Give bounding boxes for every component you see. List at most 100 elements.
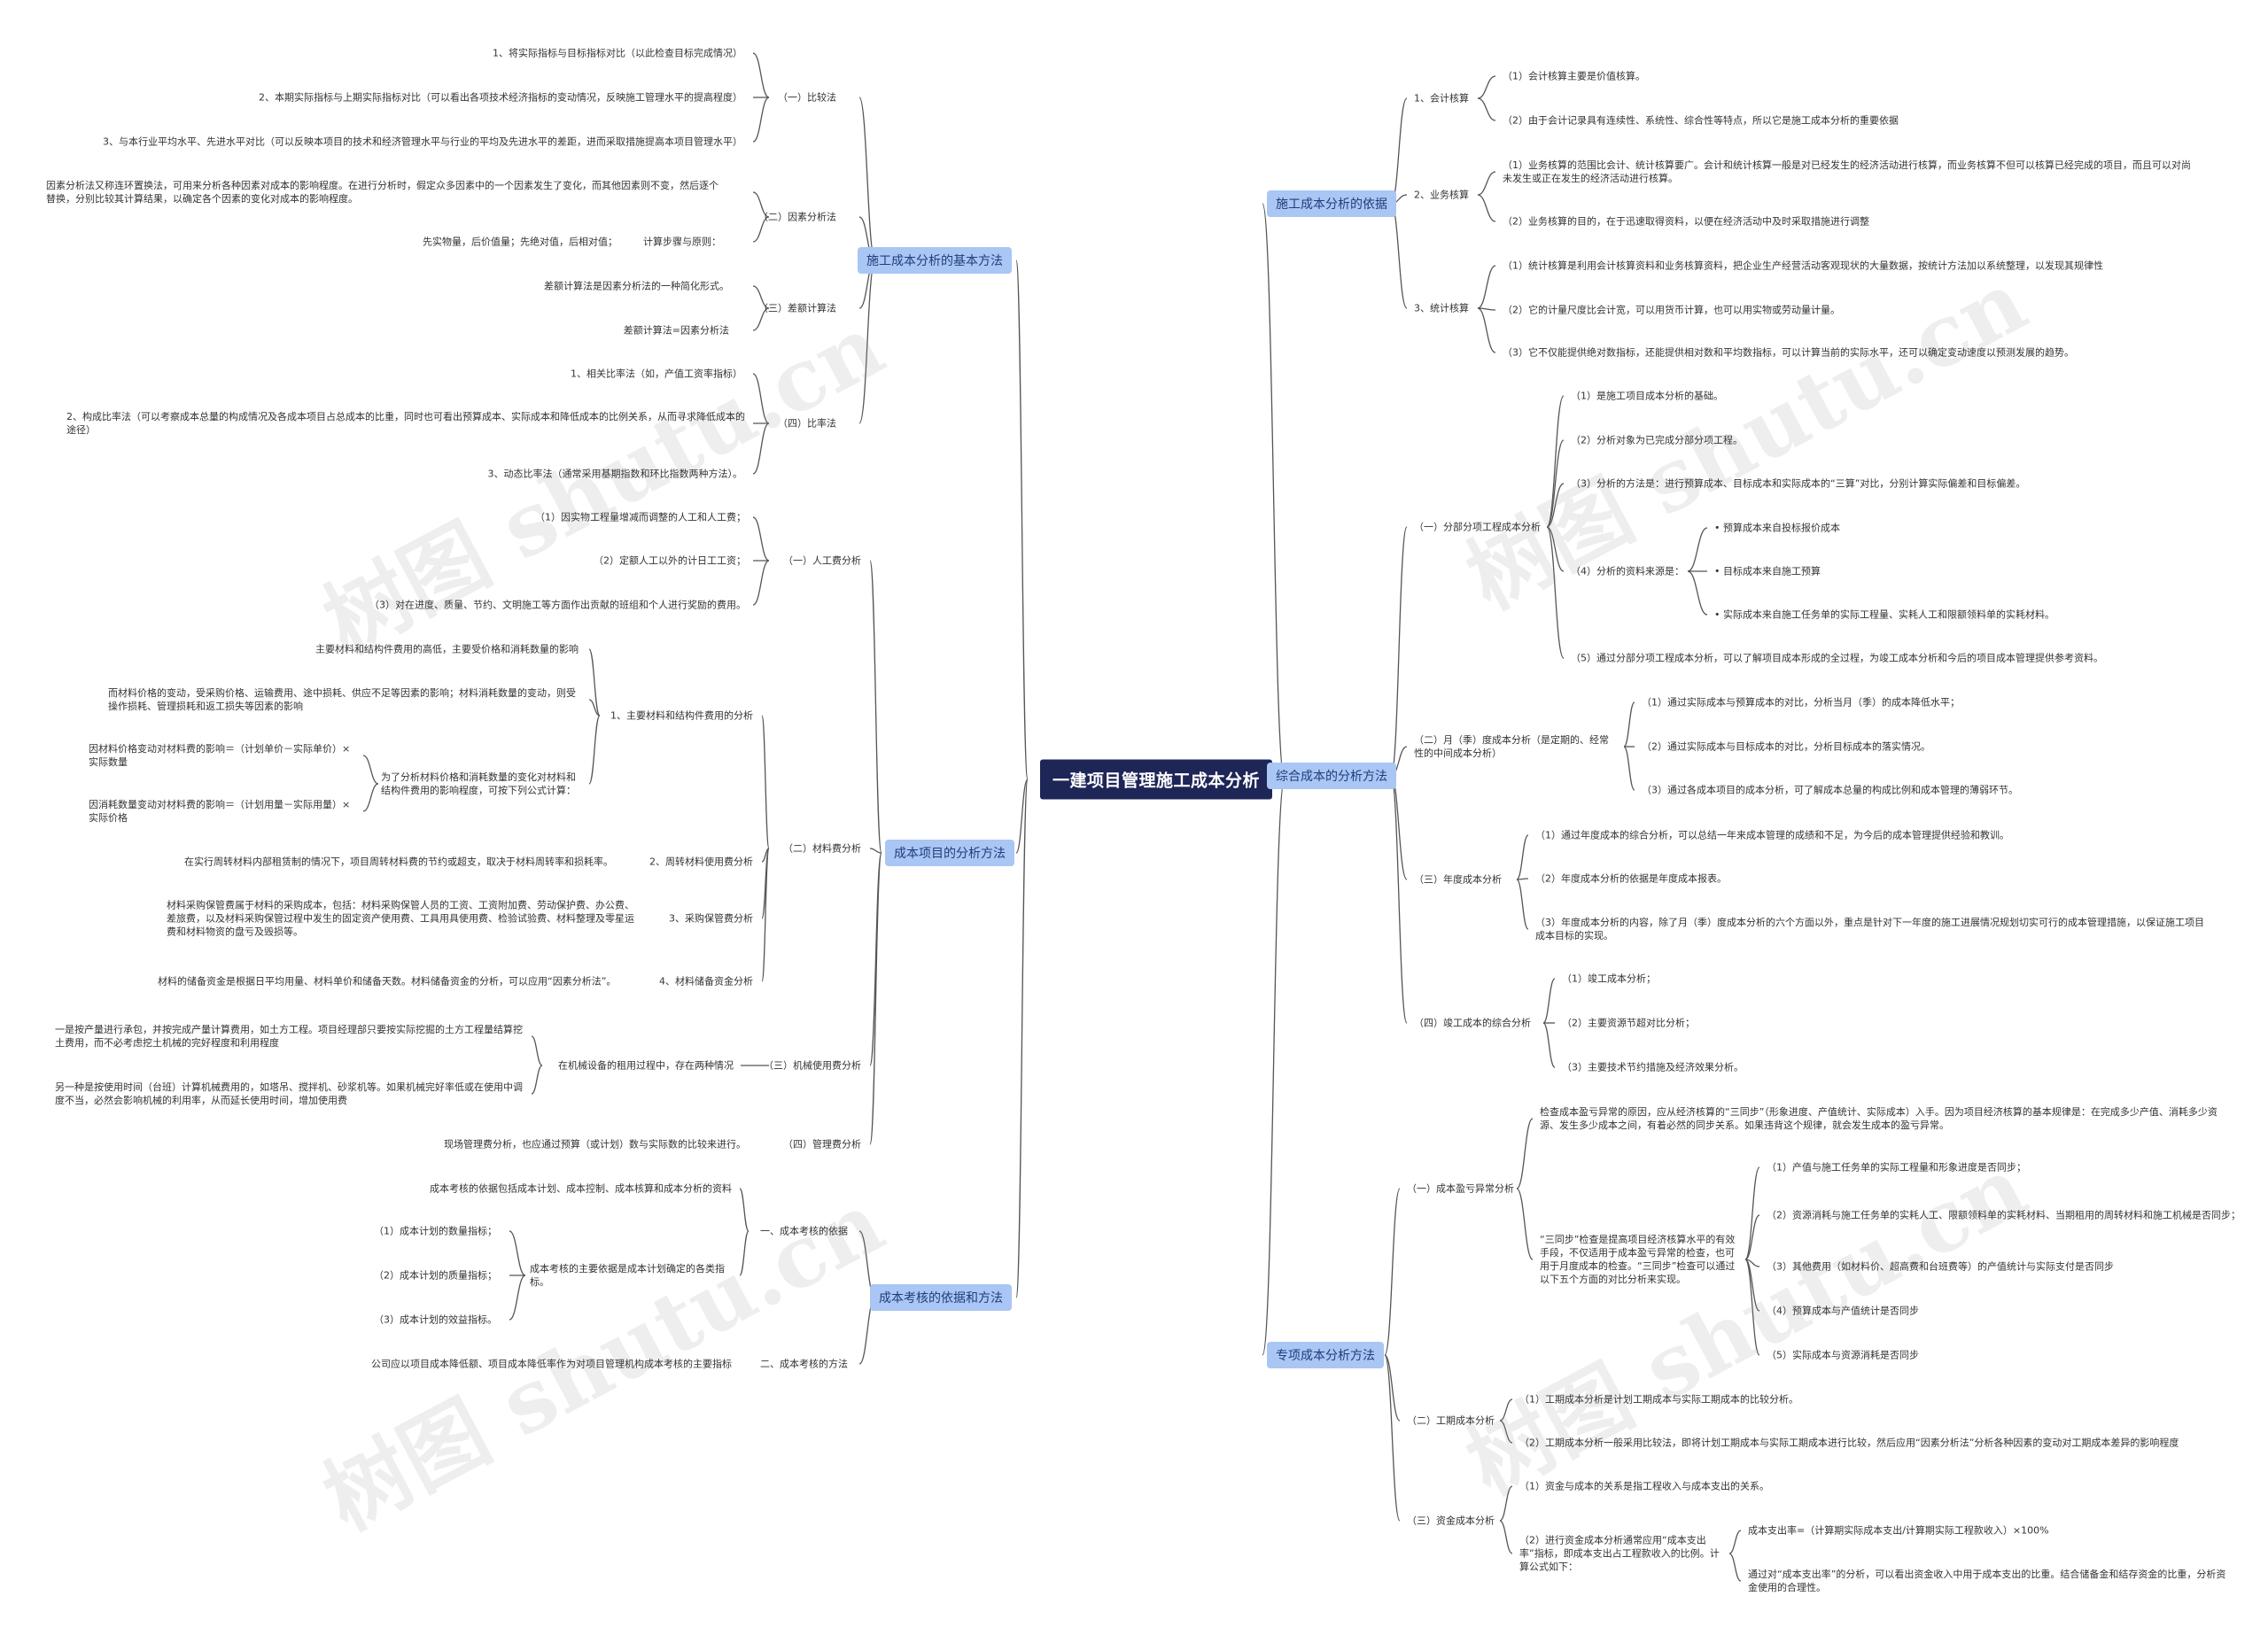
connector <box>761 715 770 849</box>
subtopic[interactable]: （三）资金成本分析 <box>1407 1515 1495 1527</box>
leaf-text: （2）业务核算的目的，在于迅速取得资料，以便在经济活动中及时采取措施进行调整 <box>1503 215 1869 228</box>
leaf-text: 另一种是按使用时间（台班）计算机械费用的，如塔吊、搅拌机、砂浆机等。如果机械完好… <box>55 1081 523 1106</box>
connector <box>752 285 770 309</box>
subtopic[interactable]: 2、业务核算 <box>1414 189 1469 201</box>
branch-cost-item-analysis[interactable]: 成本项目的分析方法 <box>885 840 1014 866</box>
leaf-text: 1、将实际指标与目标指标对比（以此检查目标完成情况） <box>493 47 742 59</box>
leaf-text: （3）其他费用（如材料价、超高费和台班费等）的产值统计与实际支付是否同步 <box>1767 1260 2114 1273</box>
subtopic[interactable]: 4、材料储备资金分析 <box>659 975 753 988</box>
connector <box>1516 1188 1534 1260</box>
connector <box>1744 1166 1760 1260</box>
root-topic[interactable]: 一建项目管理施工成本分析 <box>1039 759 1273 800</box>
connector <box>1516 879 1529 930</box>
leaf-text: （1）通过实际成本与预算成本的对比，分析当月（季）的成本降低水平； <box>1642 696 1960 709</box>
connector <box>1499 1485 1513 1522</box>
subtopic[interactable]: 3、采购保管费分析 <box>669 912 753 925</box>
subtopic[interactable]: （四）管理费分析 <box>783 1138 861 1151</box>
connector <box>362 755 379 785</box>
branch-analysis-basis[interactable]: 施工成本分析的依据 <box>1267 190 1396 217</box>
connector <box>1477 97 1496 121</box>
leaf-text: （2）由于会计记录具有连续性、系统性、综合性等特点，所以它是施工成本分析的重要依… <box>1503 114 1899 127</box>
connector <box>752 191 770 218</box>
leaf-text: 材料的储备资金是根据日平均用量、材料单价和储备天数。材料储备资金的分析，可以应用… <box>158 975 617 988</box>
connector <box>1477 265 1496 309</box>
connector <box>531 1065 543 1095</box>
branch-cost-assessment[interactable]: 成本考核的依据和方法 <box>870 1284 1012 1311</box>
branch-comprehensive-cost[interactable]: 综合成本的分析方法 <box>1267 763 1396 789</box>
connector <box>1015 260 1029 780</box>
subtopic[interactable]: 3、统计核算 <box>1414 302 1469 314</box>
connector <box>1390 203 1408 309</box>
connector <box>509 1230 526 1276</box>
connector <box>509 1274 526 1321</box>
leaf-text: 计算步骤与原则： <box>643 236 721 248</box>
connector <box>1499 1520 1513 1554</box>
connector <box>761 848 770 982</box>
branch-basic-methods[interactable]: 施工成本分析的基本方法 <box>858 247 1012 274</box>
connector <box>869 852 882 1066</box>
subtopic[interactable]: （一）比较法 <box>778 91 836 104</box>
connector <box>1477 307 1496 311</box>
subtopic[interactable]: （二）因素分析法 <box>758 211 836 223</box>
leaf-text: 而材料价格的变动，受采购价格、运输费用、途中损耗、供应不足等因素的影响；材料消耗… <box>108 687 576 712</box>
subtopic[interactable]: （三）差额计算法 <box>758 302 836 314</box>
branch-special-cost[interactable]: 专项成本分析方法 <box>1267 1342 1384 1368</box>
leaf-text: （4）预算成本与产值统计是否同步 <box>1767 1305 1919 1317</box>
connector <box>1546 483 1565 528</box>
connector <box>1015 779 1029 1298</box>
connector <box>752 422 770 475</box>
leaf-text: 先实物量，后价值量；先绝对值，后相对值； <box>423 236 617 248</box>
leaf-text: 2、构成比率法（可以考察成本总量的构成情况及各成本项目占总成本的比重，同时也可看… <box>66 411 745 436</box>
connector <box>1546 439 1565 528</box>
leaf-text: （3）它不仅能提供绝对数指标，还能提供相对数和平均数指标，可以计算当前的实际水平… <box>1503 346 2074 359</box>
subtopic[interactable]: 1、会计核算 <box>1414 92 1469 105</box>
connector <box>1390 775 1408 1024</box>
subtopic[interactable]: （三）年度成本分析 <box>1414 873 1502 886</box>
leaf-text: 一是按产量进行承包，并按完成产量计算费用，如土方工程。项目经理部只要按实际挖掘的… <box>55 1024 523 1049</box>
leaf-text: （1）通过年度成本的综合分析，可以总结一年来成本管理的成绩和不足，为今后的成本管… <box>1535 829 2009 841</box>
leaf-text: （1）产值与施工任务单的实际工程量和形象进度是否同步； <box>1767 1161 2026 1174</box>
subtopic[interactable]: （四）比率法 <box>778 417 836 430</box>
subtopic[interactable]: （三）机械使用费分析 <box>764 1059 861 1072</box>
leaf-text: （5）实际成本与资源消耗是否同步 <box>1767 1349 1919 1361</box>
subtopic[interactable]: 1、主要材料和结构件费用的分析 <box>610 709 753 722</box>
leaf-text: 因材料价格变动对材料费的影响＝（计划单价－实际单价）×实际数量 <box>89 743 351 768</box>
connector <box>1546 526 1565 659</box>
leaf-text: （3）成本计划的效益指标。 <box>374 1313 497 1326</box>
leaf-text: （1）业务核算的范围比会计、统计核算要广。会计和统计核算一般是对已经发生的经济活… <box>1503 159 2191 184</box>
leaf-text: 为了分析材料价格和消耗数量的变化对材料和结构件费用的影响程度，可按下列公式计算： <box>381 771 576 796</box>
leaf-text: （1）统计核算是利用会计核算资料和业务核算资料，把企业生产经营活动客观现状的大量… <box>1503 260 2103 272</box>
leaf-text: 差额计算法=因素分析法 <box>623 324 729 337</box>
subtopic[interactable]: （一）人工费分析 <box>783 554 861 567</box>
connector <box>1384 1188 1401 1356</box>
connector <box>752 216 770 243</box>
leaf-text: （2）通过实际成本与目标成本的对比，分析目标成本的落实情况。 <box>1642 740 1930 753</box>
connector <box>752 516 770 562</box>
subtopic[interactable]: （一）分部分项工程成本分析 <box>1414 521 1541 533</box>
leaf-text: （2）定额人工以外的计日工工资； <box>594 554 746 567</box>
subtopic[interactable]: （二）材料费分析 <box>783 842 861 855</box>
connector <box>1542 978 1556 1024</box>
subtopic[interactable]: （四）竣工成本的综合分析 <box>1414 1017 1531 1029</box>
subtopic[interactable]: （二）月（季）度成本分析（是定期的、经常性的中间成本分析） <box>1414 734 1609 759</box>
subtopic[interactable]: （一）成本盈亏异常分析 <box>1407 1182 1514 1195</box>
leaf-text: 材料采购保管费属于材料的采购成本，包括：材料采购保管人员的工资、工资附加费、劳动… <box>167 899 634 938</box>
subtopic[interactable]: 一、成本考核的依据 <box>760 1225 848 1237</box>
subtopic[interactable]: 二、成本考核的方法 <box>760 1358 848 1370</box>
connector <box>588 715 601 785</box>
subtopic[interactable]: 2、周转材料使用费分析 <box>649 856 753 868</box>
connector <box>1477 75 1496 99</box>
connector <box>1499 1420 1513 1444</box>
leaf-text: （1）工期成本分析是计划工期成本与实际工期成本的比较分析。 <box>1519 1393 1798 1406</box>
leaf-text: 因素分析法又称连环置换法，可用来分析各种因素对成本的影响程度。在进行分析时，假定… <box>46 180 718 205</box>
connector <box>1623 701 1635 748</box>
leaf-text: （1）会计核算主要是价值核算。 <box>1503 70 1645 82</box>
leaf-text: 在实行周转材料内部租赁制的情况下，项目周转材料费的节约或超支，取决于材料周转率和… <box>184 856 613 868</box>
connector <box>739 1188 750 1232</box>
subtopic[interactable]: （二）工期成本分析 <box>1407 1414 1495 1427</box>
leaf-text: （3）分析的方法是：进行预算成本、目标成本和实际成本的“三算”对比，分别计算实际… <box>1571 477 2026 490</box>
leaf-text: 成本考核的依据包括成本计划、成本控制、成本核算和成本分析的资料 <box>430 1182 732 1195</box>
leaf-text: （1）资金与成本的关系是指工程收入与成本支出的关系。 <box>1519 1480 1769 1492</box>
leaf-text: （2）主要资源节超对比分析； <box>1562 1017 1695 1029</box>
